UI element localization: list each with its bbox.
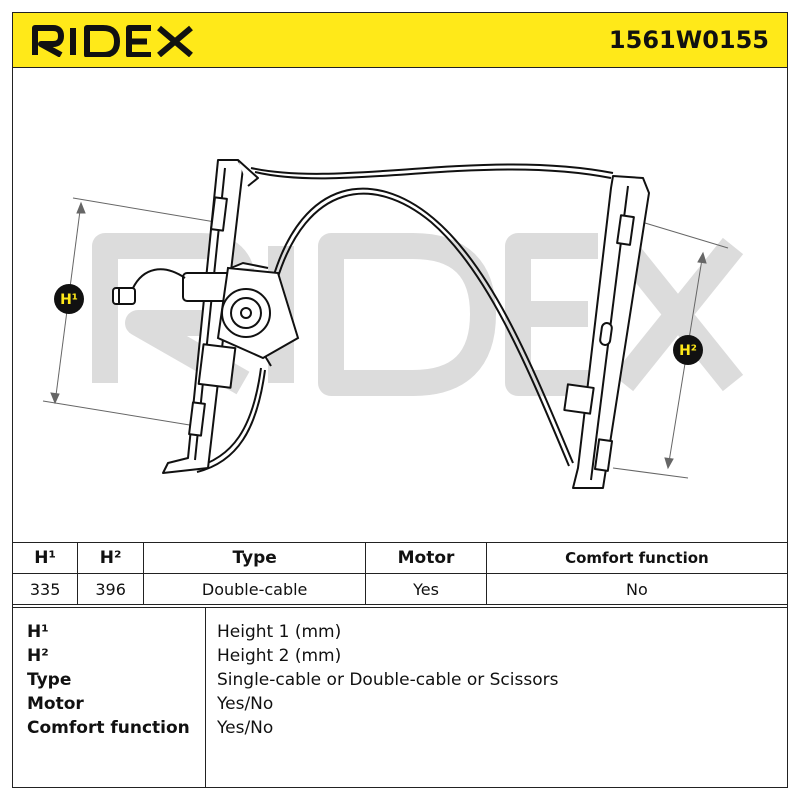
part-number: 1561W0155 — [608, 26, 769, 54]
spec-header-row: H¹ H² Type Motor Comfort function — [13, 542, 787, 574]
spec-value-row: 335 396 Double-cable Yes No — [13, 573, 787, 605]
h1-badge: H¹ — [54, 284, 84, 314]
window-regulator-drawing: H¹ H² — [42, 159, 744, 489]
legend-value: Yes/No — [217, 694, 274, 714]
right-rail — [563, 175, 650, 489]
dimension-h1 — [42, 197, 234, 429]
h2-badge-label: H² — [679, 343, 697, 359]
h1-badge-label: H¹ — [60, 292, 78, 308]
motor-assembly — [182, 261, 300, 367]
header-type: Type — [143, 542, 367, 574]
product-sheet: 1561W0155 — [12, 12, 788, 788]
header-comfort-function: Comfort function — [485, 542, 787, 574]
header-motor: Motor — [365, 542, 487, 574]
legend-value: Height 2 (mm) — [217, 646, 342, 666]
cable — [192, 163, 614, 473]
legend-key: Motor — [27, 694, 84, 714]
legend-value: Yes/No — [217, 718, 274, 738]
legend-value: Single-cable or Double-cable or Scissors — [217, 670, 559, 690]
legend-key: Comfort function — [27, 718, 190, 738]
spec-table: H¹ H² Type Motor Comfort function 335 39… — [13, 542, 787, 605]
legend-key: Type — [27, 670, 72, 690]
h2-badge: H² — [673, 335, 703, 365]
header-bar: 1561W0155 — [13, 13, 787, 68]
value-type: Double-cable — [143, 573, 367, 605]
value-motor: Yes — [365, 573, 487, 605]
legend-divider — [205, 608, 206, 788]
header-h2: H² — [77, 542, 145, 574]
legend-key: H² — [27, 646, 49, 666]
value-h1: 335 — [13, 573, 79, 605]
legend: H¹ Height 1 (mm) H² Height 2 (mm) Type S… — [13, 607, 787, 788]
left-rail — [162, 159, 259, 474]
legend-value: Height 1 (mm) — [217, 622, 342, 642]
motor-wire-connector — [112, 268, 186, 305]
value-comfort-function: No — [485, 573, 787, 605]
legend-key: H¹ — [27, 622, 49, 642]
ridex-logo — [32, 25, 193, 57]
header-h1: H¹ — [13, 542, 79, 574]
value-h2: 396 — [77, 573, 145, 605]
